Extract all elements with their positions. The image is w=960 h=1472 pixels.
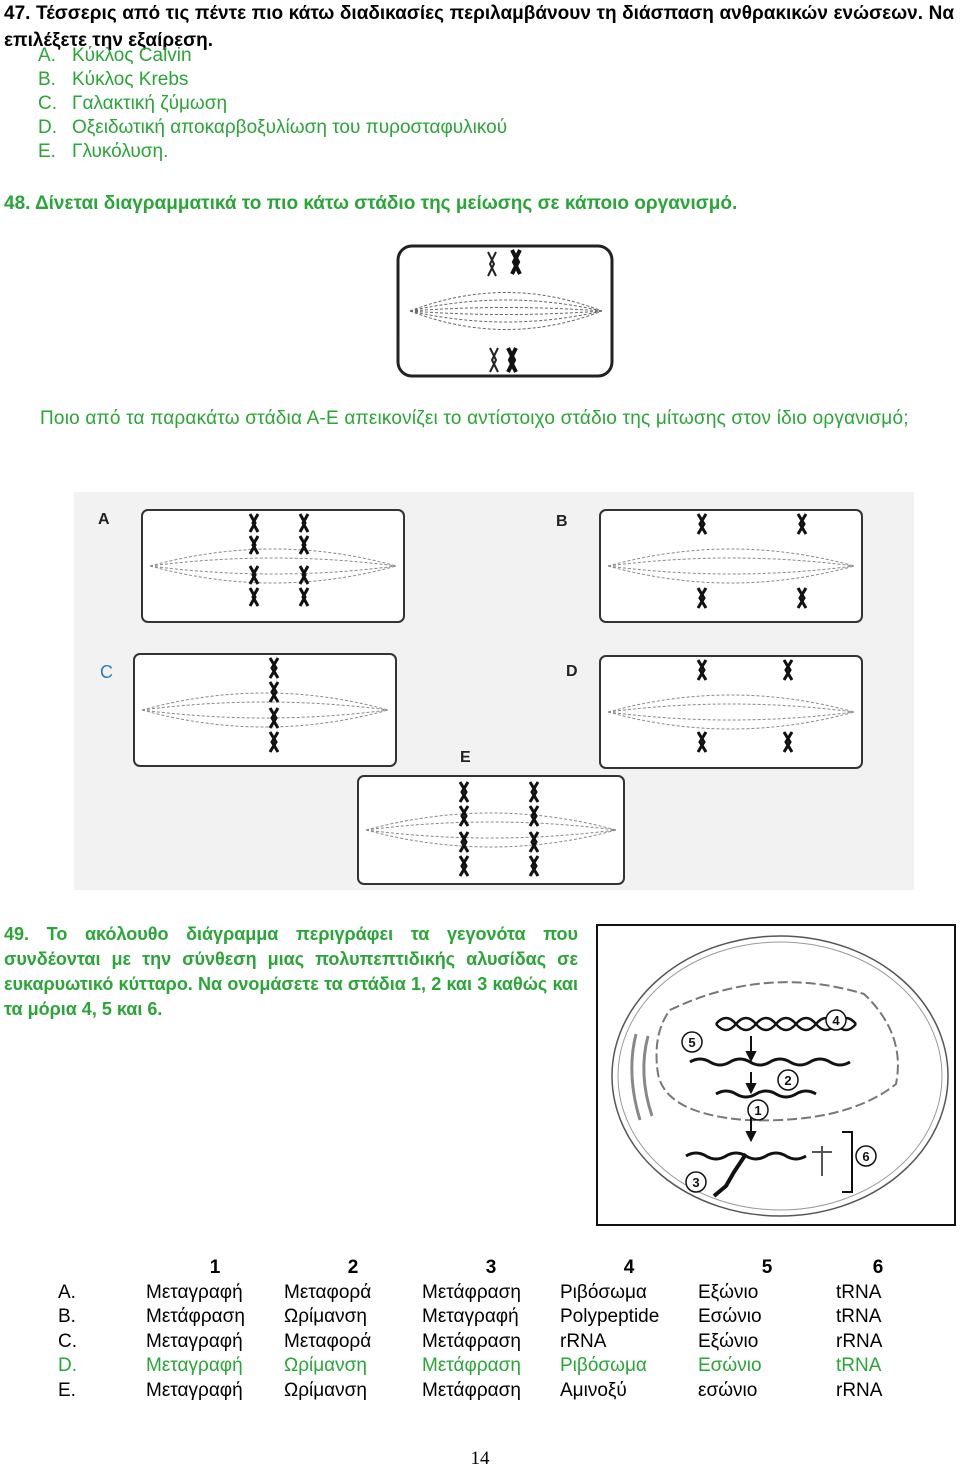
table-header: 3 (485, 1257, 497, 1279)
cell-d (599, 655, 863, 769)
label-e: E (460, 749, 471, 766)
table-row[interactable]: C. Μεταγραφή Μεταφορά Μετάφραση rRNA Εξώ… (50, 1330, 920, 1355)
option-d[interactable]: D. Οξειδωτική αποκαρβοξυλίωση του πυροστα… (38, 116, 507, 140)
table-header: 5 (761, 1257, 773, 1279)
chromosome-group-bottom (489, 347, 518, 373)
row-label: B. (58, 1306, 76, 1328)
table-cell: Εξώνιο (698, 1281, 759, 1303)
page-number: 14 (470, 1448, 490, 1469)
option-letter: C. (38, 93, 57, 114)
option-letter: E. (38, 141, 56, 162)
table-cell: rRNA (836, 1379, 883, 1401)
chromosome-group-top (487, 249, 522, 277)
label-b: B (556, 513, 568, 530)
option-letter: D. (38, 117, 57, 138)
diagram-label-5: 5 (688, 1035, 695, 1050)
mitosis-options-figure: A B C (74, 492, 914, 890)
table-cell: Μετάφραση (146, 1306, 245, 1328)
question-text: Το ακόλουθο διάγραμμα περιγράφει τα γεγο… (4, 924, 578, 1019)
table-cell: εσώνιο (698, 1379, 758, 1401)
option-a[interactable]: A. Κύκλος Calvin (38, 44, 192, 68)
table-cell: Ωρίμανση (284, 1306, 367, 1328)
table-cell: Μετάφραση (422, 1379, 521, 1401)
question-49: 49. Το ακόλουθο διάγραμμα περιγράφει τα … (4, 922, 578, 1022)
option-text: Κύκλος Krebs (72, 69, 189, 90)
option-letter: B. (38, 69, 56, 90)
table-cell: Μεταγραφή (146, 1281, 243, 1303)
option-text: Οξειδωτική αποκαρβοξυλίωση του πυροσταφυ… (72, 117, 508, 138)
diagram-label-3: 3 (692, 1175, 699, 1190)
table-cell: Ριβόσωμα (560, 1281, 647, 1303)
diagram-label-6: 6 (862, 1149, 869, 1164)
table-header: 4 (623, 1257, 635, 1279)
option-c[interactable]: C. Γαλακτική ζύμωση (38, 92, 227, 116)
option-text: Γλυκόλυση. (72, 141, 169, 162)
diagram-label-1: 1 (754, 1103, 761, 1118)
table-cell: rRNA (836, 1330, 883, 1352)
question-number: 47. (4, 3, 31, 24)
option-b[interactable]: B. Κύκλος Krebs (38, 68, 188, 92)
question-number: 49. (4, 924, 30, 944)
diagram-label-2: 2 (784, 1073, 791, 1088)
cell-b (599, 509, 863, 623)
option-text: Κύκλος Calvin (72, 45, 192, 66)
cell-a (141, 509, 405, 623)
table-cell: tRNA (836, 1281, 882, 1303)
table-cell: Μετάφραση (422, 1281, 521, 1303)
table-cell: tRNA (836, 1306, 882, 1328)
table-header: 6 (872, 1257, 884, 1279)
table-cell: Εξώνιο (698, 1330, 759, 1352)
table-cell: Μετάφραση (422, 1330, 521, 1352)
question-48: 48. Δίνεται διαγραμματικά το πιο κάτω στ… (4, 190, 737, 217)
row-label: C. (58, 1330, 77, 1352)
table-header-row: 1 2 3 4 5 6 (50, 1256, 920, 1281)
question-text: Τέσσερις από τις πέντε πιο κάτω διαδικασ… (4, 3, 954, 51)
table-cell: Μεταγραφή (422, 1306, 519, 1328)
table-cell: tRNA (836, 1355, 882, 1377)
label-d: D (566, 663, 578, 680)
row-label: A. (58, 1281, 76, 1303)
answer-table: 1 2 3 4 5 6 A. Μεταγραφή Μεταφορά Μετάφρ… (50, 1256, 920, 1403)
table-header: 1 (209, 1257, 221, 1279)
option-letter: A. (38, 45, 56, 66)
table-cell: Εσώνιο (698, 1306, 762, 1328)
label-a: A (98, 511, 110, 528)
table-cell: Μεταγραφή (146, 1355, 243, 1377)
row-label: E. (58, 1379, 76, 1401)
table-row[interactable]: E. Μεταγραφή Ωρίμανση Μετάφραση Αμινοξύ … (50, 1379, 920, 1404)
option-e[interactable]: E. Γλυκόλυση. (38, 140, 168, 164)
table-cell: Μεταφορά (284, 1330, 372, 1352)
table-row[interactable]: B. Μετάφραση Ωρίμανση Μεταγραφή Polypept… (50, 1305, 920, 1330)
table-cell: Μεταγραφή (146, 1330, 243, 1352)
cell-e (357, 775, 625, 885)
question-text: Δίνεται διαγραμματικά το πιο κάτω στάδιο… (35, 193, 738, 214)
table-cell: Ωρίμανση (284, 1355, 367, 1377)
table-cell: Αμινοξύ (560, 1379, 627, 1401)
protein-synthesis-figure: 5 2 1 4 3 6 (596, 924, 956, 1226)
table-header (50, 1256, 146, 1281)
row-label: D. (58, 1355, 77, 1377)
table-cell: rRNA (560, 1330, 607, 1352)
option-text: Γαλακτική ζύμωση (72, 93, 228, 114)
table-row-correct[interactable]: D. Μεταγραφή Ωρίμανση Μετάφραση Ριβόσωμα… (50, 1354, 920, 1379)
table-cell: Εσώνιο (698, 1355, 762, 1377)
cell-c (133, 653, 397, 767)
meiosis-cell-figure (396, 244, 614, 378)
table-cell: Μετάφραση (422, 1355, 521, 1377)
question-47: 47. Τέσσερις από τις πέντε πιο κάτω διαδ… (4, 0, 954, 54)
question-number: 48. (4, 193, 31, 214)
table-cell: Ριβόσωμα (560, 1355, 647, 1377)
table-header: 2 (347, 1257, 359, 1279)
table-cell: Μεταφορά (284, 1281, 372, 1303)
table-cell: Polypeptide (560, 1306, 660, 1328)
table-cell: Ωρίμανση (284, 1379, 367, 1401)
table-row[interactable]: A. Μεταγραφή Μεταφορά Μετάφραση Ριβόσωμα… (50, 1281, 920, 1306)
diagram-label-4: 4 (832, 1013, 840, 1028)
question-48-subquestion: Ποιο από τα παρακάτω στάδια Α-Ε απεικονί… (40, 408, 909, 429)
label-c: C (100, 662, 113, 682)
table-cell: Μεταγραφή (146, 1379, 243, 1401)
